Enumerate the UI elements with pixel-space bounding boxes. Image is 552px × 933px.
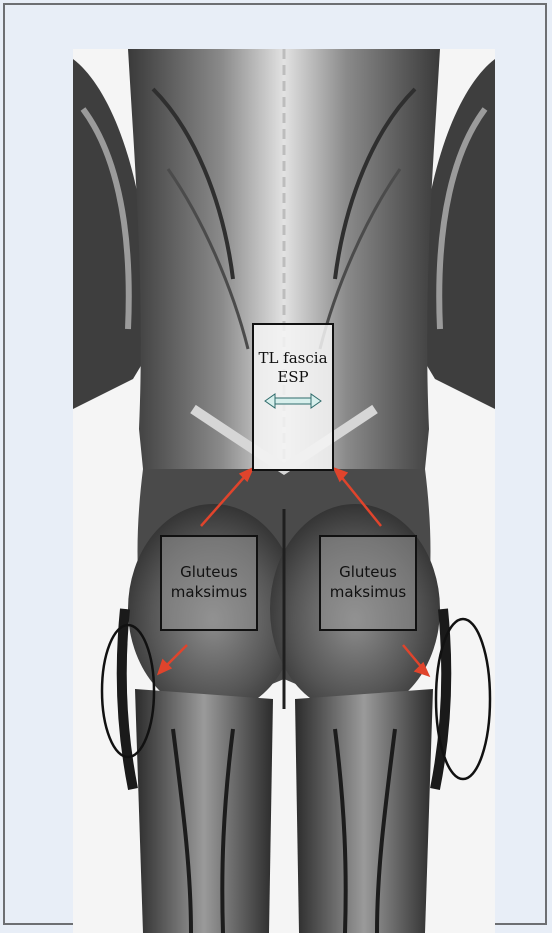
double-arrow-icon <box>263 393 323 409</box>
gluteus-right-text-1: Gluteus <box>321 562 415 582</box>
gluteus-right-text-2: maksimus <box>321 582 415 602</box>
tl-fascia-label-box: TL fascia ESP <box>252 323 334 471</box>
gluteus-left-label-box: Gluteus maksimus <box>160 535 258 631</box>
tl-fascia-text: TL fascia <box>254 349 332 368</box>
esp-text: ESP <box>254 368 332 387</box>
muscle-drawing <box>73 49 495 933</box>
figure-frame: TL fascia ESP Gluteus maksimus Gluteus m… <box>3 3 547 925</box>
anatomy-illustration: TL fascia ESP Gluteus maksimus Gluteus m… <box>73 49 495 933</box>
gluteus-left-text-2: maksimus <box>162 582 256 602</box>
gluteus-right-label-box: Gluteus maksimus <box>319 535 417 631</box>
gluteus-left-text-1: Gluteus <box>162 562 256 582</box>
